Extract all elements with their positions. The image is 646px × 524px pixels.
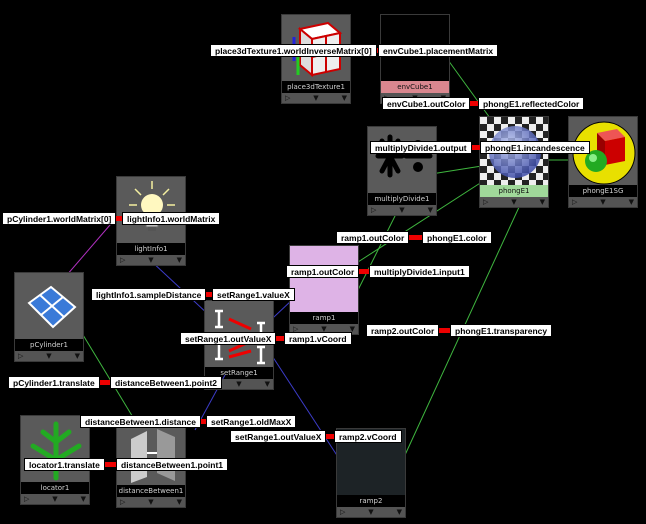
connection-source-label: pCylinder1.translate: [8, 376, 100, 389]
connection-source-label: distanceBetween1.distance: [80, 415, 202, 428]
node-label: phongE1: [480, 185, 548, 197]
connection-source-label: pCylinder1.worldMatrix[0]: [2, 212, 117, 225]
connection-dest-label: multiplyDivide1.input1: [369, 265, 470, 278]
node-phonge1[interactable]: phongE1 ▷▼▼: [479, 116, 549, 208]
node-toolbar[interactable]: ▷▼▼: [21, 494, 89, 504]
connection-arrow: [398, 235, 424, 240]
node-label: pCylinder1: [30, 341, 68, 349]
connection-dest-label: setRange1.oldMaxX: [206, 415, 297, 428]
light-bulb-icon: [129, 181, 175, 231]
node-label: ramp2: [359, 497, 383, 505]
connection-source-label: setRange1.outValueX: [180, 332, 277, 345]
node-label: ramp1: [312, 314, 336, 322]
node-label: setRange1: [220, 369, 258, 377]
node-ramp1[interactable]: ramp1 ▷▼▼: [289, 245, 359, 335]
node-toolbar[interactable]: ▷▼▼: [15, 351, 83, 361]
connection-dest-label: ramp1.vCoord: [284, 332, 352, 345]
connection-dest-label: distanceBetween1.point1: [116, 458, 229, 471]
connection-arrow: [428, 328, 454, 333]
connection-dest-label: phongE1.color: [422, 231, 492, 244]
connection-source-label: ramp2.outColor: [366, 324, 440, 337]
node-label: distanceBetween1: [118, 487, 184, 495]
connection-arrow: [347, 269, 373, 274]
node-toolbar[interactable]: ▷▼▼: [569, 197, 637, 207]
connection-arrow: [92, 462, 120, 467]
node-envcube1[interactable]: envCube1 ▷▼▼: [380, 14, 450, 104]
node-label: place3dTexture1: [287, 83, 345, 91]
polygon-mesh-icon: [27, 285, 77, 329]
connection-source-label: envCube1.outColor: [382, 97, 471, 110]
node-toolbar[interactable]: ▷▼▼: [117, 497, 185, 507]
node-toolbar[interactable]: ▷▼▼: [117, 255, 185, 265]
connection-source-label: ramp1.outColor: [286, 265, 360, 278]
connection-dest-label: distanceBetween1.point2: [110, 376, 223, 389]
connection-source-label: setRange1.outValueX: [230, 430, 327, 443]
node-label: envCube1: [381, 81, 449, 93]
locator-icon: [30, 421, 82, 481]
node-label: lightInfo1: [134, 245, 168, 253]
node-place3dtexture1[interactable]: place3dTexture1 ▷▼▼: [281, 14, 351, 104]
connection-source-label: multiplyDivide1.output: [370, 141, 472, 154]
connection-source-label: ramp1.outColor: [336, 231, 410, 244]
node-toolbar[interactable]: ▷▼▼: [368, 205, 436, 215]
connection-dest-label: phongE1.incandescence: [480, 141, 590, 154]
node-toolbar[interactable]: ▷▼▼: [290, 324, 358, 334]
node-label: phongE1SG: [582, 187, 624, 195]
node-pcylinder1[interactable]: pCylinder1 ▷▼▼: [14, 272, 84, 362]
connection-dest-label: ramp2.vCoord: [334, 430, 402, 443]
connection-source-label: place3dTexture1.worldInverseMatrix[0]: [210, 44, 377, 57]
shading-group-icon: [572, 121, 636, 185]
connection-dest-label: setRange1.valueX: [212, 288, 295, 301]
multiply-divide-icon: [375, 134, 433, 178]
connection-dest-label: lightInfo1.worldMatrix: [122, 212, 221, 225]
node-label: multiplyDivide1: [374, 195, 430, 203]
connection-source-label: locator1.translate: [24, 458, 105, 471]
connection-dest-label: phongE1.reflectedColor: [478, 97, 585, 110]
connection-source-label: lightInfo1.sampleDistance: [91, 288, 207, 301]
node-toolbar[interactable]: ▷▼▼: [282, 93, 350, 103]
set-range-icon: [215, 309, 265, 365]
connection-dest-label: phongE1.transparency: [450, 324, 553, 337]
node-phonge1sg[interactable]: phongE1SG ▷▼▼: [568, 116, 638, 208]
connection-arrow: [86, 380, 114, 385]
node-label: locator1: [40, 484, 70, 492]
node-multiplydivide1[interactable]: multiplyDivide1 ▷▼▼: [367, 126, 437, 216]
node-toolbar[interactable]: ▷▼▼: [337, 507, 405, 517]
node-toolbar[interactable]: ▷▼▼: [480, 197, 548, 207]
connection-dest-label: envCube1.placementMatrix: [378, 44, 499, 57]
